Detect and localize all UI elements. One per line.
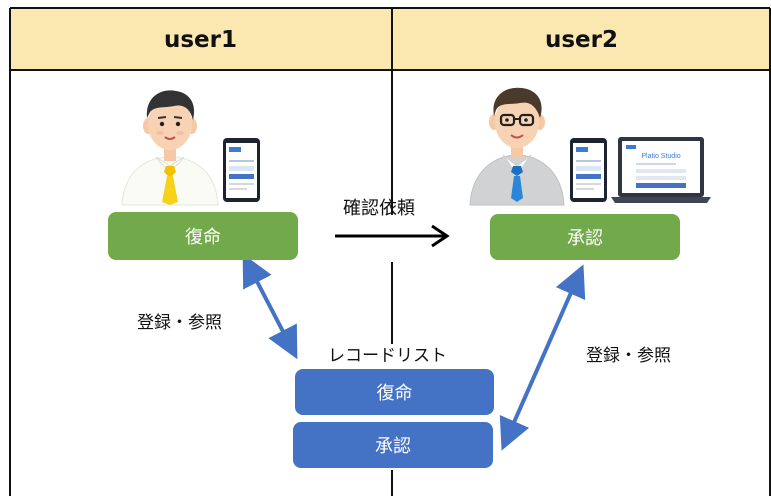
column-header-user1: user1 (10, 9, 391, 70)
record-list-title: レコードリスト (328, 346, 447, 366)
left-relation-label: 登録・参照 (137, 313, 222, 333)
user2-role-box: 承認 (490, 214, 680, 260)
user2-role-label: 承認 (567, 228, 603, 249)
user2-phone-icon (570, 138, 607, 202)
user1-person-icon (121, 90, 219, 206)
table-borders (9, 7, 771, 496)
right-relation-label: 登録・参照 (586, 346, 671, 366)
request-arrow (335, 224, 450, 248)
record-list-item-label: 復命 (376, 383, 413, 404)
user1-phone-icon (223, 138, 260, 202)
user2-laptop-icon: Platio Studio (611, 137, 711, 203)
column-title-user2: user2 (544, 26, 618, 53)
record-list-item: 承認 (293, 422, 493, 468)
record-list-item: 復命 (295, 369, 494, 415)
left-relation-arrow (242, 253, 298, 360)
right-relation-arrow (499, 264, 586, 451)
request-label: 確認依頼 (343, 198, 415, 219)
user1-role-label: 復命 (185, 227, 221, 248)
user1-role-box: 復命 (108, 212, 298, 260)
record-list-item-label: 承認 (375, 436, 411, 457)
user2-person-icon (469, 87, 565, 206)
column-header-user2: user2 (392, 9, 771, 70)
column-title-user1: user1 (163, 26, 237, 53)
laptop-screen-title: Platio Studio (641, 153, 680, 160)
